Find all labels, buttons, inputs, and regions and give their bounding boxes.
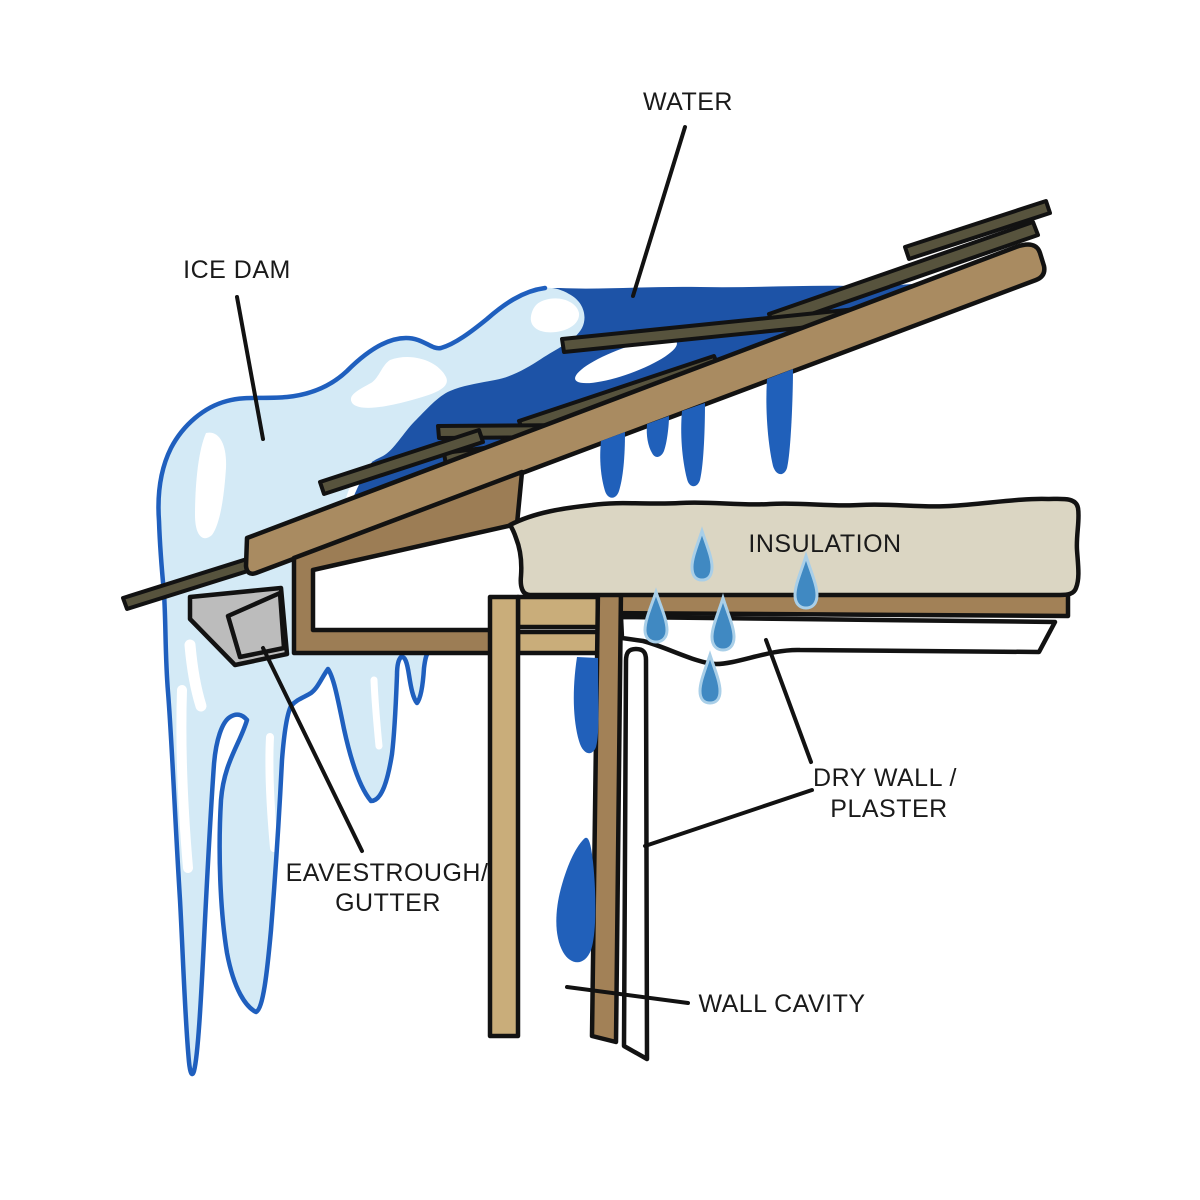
roof-underside-drip: [600, 432, 625, 498]
wall-drywall: [621, 646, 650, 1062]
ice-dam-label: ICE DAM: [183, 256, 291, 284]
drywall-leader-line-lower: [643, 788, 814, 848]
wall-stud: [487, 594, 521, 1039]
bare-roof-patch: [575, 338, 677, 384]
soffit-interior: [313, 524, 526, 630]
water-leader-line: [631, 125, 687, 298]
roof-underside-drip: [646, 416, 669, 457]
shingle-strip: [903, 199, 1052, 261]
ice-highlight: [195, 432, 227, 539]
wall-sheathing: [589, 586, 624, 1045]
ice-dam-leader-line: [235, 295, 265, 441]
ceiling-water-drop: [710, 592, 736, 652]
insulation-batt: [507, 496, 1081, 598]
roof-underside-drip: [766, 369, 793, 475]
dry-wall-plaster-label-line1: DRY WALL /: [813, 764, 957, 792]
ceiling-water-drop: [690, 526, 714, 582]
eave-framing: [291, 469, 525, 656]
ice-highlight: [530, 298, 580, 333]
ice-dam-outline: [156, 285, 548, 1077]
ice-highlight: [184, 639, 207, 712]
roof-deck: [243, 242, 1047, 576]
icicle-highlight: [176, 685, 193, 873]
water-label: WATER: [643, 88, 733, 116]
ceiling-water-drop: [793, 550, 819, 610]
ice-highlight: [350, 357, 447, 408]
ceiling-water-drop: [698, 650, 722, 705]
wall-cavity-leader-line: [565, 985, 690, 1005]
shingle-strip: [318, 428, 485, 496]
wall-cavity-water: [556, 837, 596, 963]
wall-top-plate-lower: [515, 629, 601, 656]
insulation-label: INSULATION: [748, 530, 901, 558]
drywall-leader-line-upper: [764, 638, 813, 764]
wall-cavity-water: [573, 657, 599, 754]
wall-cavity-label: WALL CAVITY: [698, 990, 865, 1018]
icicle-highlight: [370, 676, 383, 750]
ceiling-drywall: [618, 614, 1058, 667]
gutter-inner-wall: [225, 590, 287, 660]
ceiling-water-drop: [643, 587, 669, 644]
eavestrough-gutter-label-line1: EAVESTROUGH/: [286, 859, 489, 887]
gutter-leader-line: [261, 646, 364, 853]
dry-wall-plaster-label-line2: PLASTER: [830, 795, 947, 823]
wall-top-plate-upper: [515, 594, 601, 630]
eavestrough-gutter-label-line2: GUTTER: [335, 889, 441, 917]
roof-underside-drip: [681, 403, 705, 487]
icicle-highlight: [265, 733, 278, 852]
